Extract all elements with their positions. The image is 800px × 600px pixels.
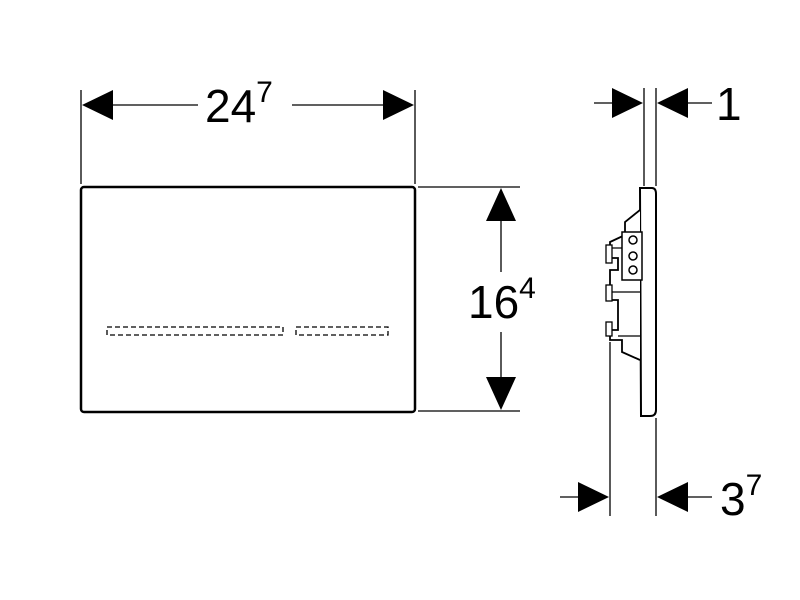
flush-plate-side <box>638 187 657 417</box>
plate-thickness-dimension: 1 <box>594 78 742 130</box>
width-value-superscript: 7 <box>256 76 273 109</box>
total-depth-superscript: 7 <box>746 469 763 502</box>
height-value-superscript: 4 <box>519 272 536 305</box>
width-label: 247 <box>205 76 273 132</box>
total-depth-label: 37 <box>720 469 762 525</box>
plate-thickness-value: 1 <box>716 78 742 130</box>
total-depth-value: 3 <box>720 473 746 525</box>
side-view: 1 37 <box>560 78 762 525</box>
height-dimension: 164 <box>418 186 536 412</box>
height-value: 16 <box>468 276 519 328</box>
plate-thickness-label: 1 <box>716 78 742 130</box>
actuator-screws <box>628 235 638 275</box>
width-dimension: 247 <box>80 76 416 184</box>
width-value: 24 <box>205 80 256 132</box>
total-depth-dimension: 37 <box>560 469 762 525</box>
height-label: 164 <box>468 272 536 328</box>
button-indicator-strip <box>106 326 389 336</box>
flush-plate-front <box>79 185 417 414</box>
front-view: 247 164 <box>79 76 536 414</box>
